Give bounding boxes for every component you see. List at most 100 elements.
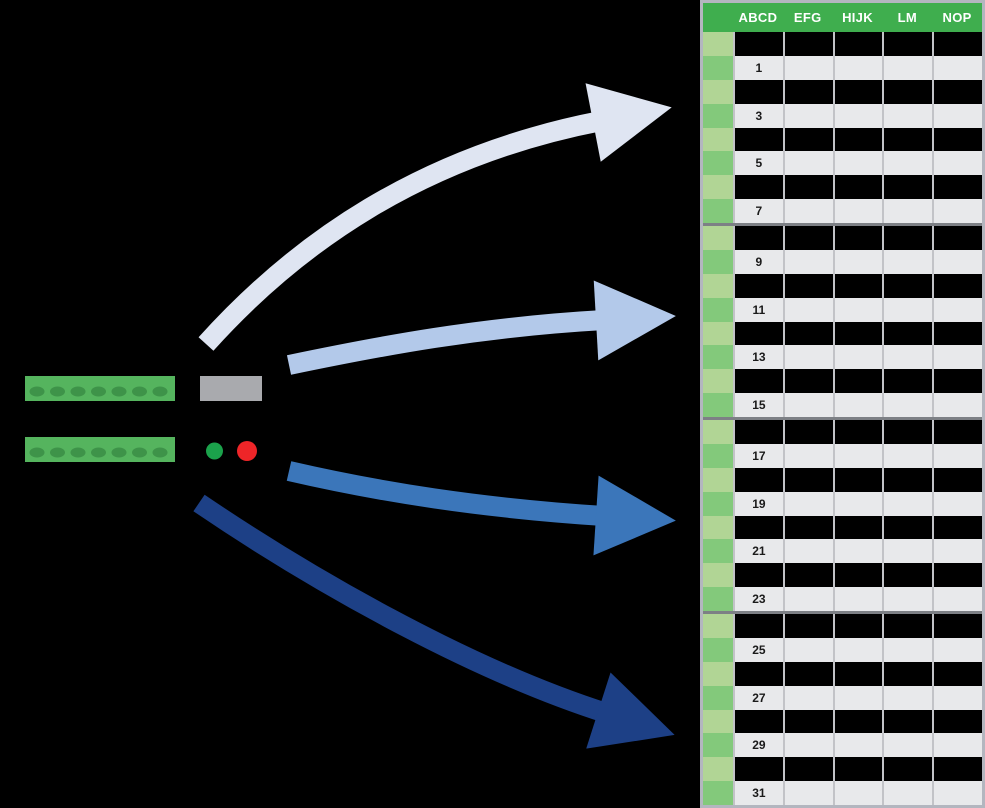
port-indicator-cell	[703, 661, 733, 686]
port-indicator-cell	[703, 79, 733, 104]
port-number-cell	[735, 226, 783, 250]
terminal-pin	[152, 386, 168, 397]
port-indicator-cell	[703, 321, 733, 346]
port-indicator-cell	[703, 103, 733, 128]
data-cell	[884, 249, 933, 274]
data-cell	[784, 32, 833, 56]
column-header-abcd: ABCD	[738, 10, 778, 25]
column-header-efg: EFG	[793, 10, 822, 25]
data-cell	[834, 539, 883, 564]
data-cell	[884, 491, 933, 516]
terminal-pin	[29, 386, 45, 397]
column-header-hijk: HIJK	[842, 10, 873, 25]
port-row-19: 19	[703, 491, 982, 516]
data-cell	[884, 420, 933, 444]
data-cell	[934, 103, 982, 128]
column-header-nop: NOP	[942, 10, 972, 25]
terminal-pins-bottom	[29, 447, 168, 458]
data-cell	[784, 539, 833, 564]
data-cell	[834, 563, 883, 588]
data-cell	[784, 297, 833, 322]
data-cell	[784, 491, 833, 516]
data-cell	[934, 175, 982, 200]
port-number-cell: 25	[735, 637, 783, 662]
data-cell	[784, 709, 833, 734]
data-cell	[834, 637, 883, 662]
data-cell	[784, 345, 833, 370]
port-indicator-cell	[703, 515, 733, 540]
port-indicator-cell	[703, 175, 733, 200]
data-cell	[834, 103, 883, 128]
data-cell	[834, 297, 883, 322]
port-row-27: 27	[703, 685, 982, 710]
data-cell	[884, 587, 933, 611]
port-row-spacer	[703, 467, 982, 492]
port-row-7: 7	[703, 199, 982, 223]
port-row-17: 17	[703, 443, 982, 468]
port-row-spacer	[703, 757, 982, 782]
data-cell	[934, 515, 982, 540]
port-row-5: 5	[703, 151, 982, 176]
data-cell	[884, 757, 933, 782]
data-cell	[934, 369, 982, 394]
data-cell	[884, 393, 933, 417]
data-cell	[784, 369, 833, 394]
terminal-pin	[70, 447, 86, 458]
port-row-spacer	[703, 32, 982, 56]
port-number-cell	[735, 467, 783, 492]
data-cell	[934, 685, 982, 710]
data-cell	[834, 393, 883, 417]
port-row-spacer	[703, 273, 982, 298]
data-cell	[934, 709, 982, 734]
data-cell	[784, 273, 833, 298]
data-cell	[884, 273, 933, 298]
data-cell	[834, 587, 883, 611]
data-cell	[934, 491, 982, 516]
terminal-pin	[50, 386, 65, 397]
port-indicator-cell	[703, 781, 733, 805]
port-number-cell	[735, 273, 783, 298]
port-row-spacer	[703, 420, 982, 444]
data-cell	[834, 273, 883, 298]
port-number-cell: 19	[735, 491, 783, 516]
data-cell	[934, 345, 982, 370]
data-cell	[934, 273, 982, 298]
data-cell	[884, 685, 933, 710]
terminal-pin	[29, 447, 45, 458]
arrow-group-4	[193, 494, 675, 749]
port-row-spacer	[703, 226, 982, 250]
data-cell	[884, 661, 933, 686]
data-cell	[884, 297, 933, 322]
data-cell	[834, 515, 883, 540]
data-cell	[784, 199, 833, 223]
data-cell	[934, 226, 982, 250]
data-cell	[884, 709, 933, 734]
port-number-cell	[735, 661, 783, 686]
data-cell	[784, 55, 833, 80]
port-number-cell: 13	[735, 345, 783, 370]
data-cell	[834, 781, 883, 805]
data-cell	[784, 733, 833, 758]
data-cell	[784, 637, 833, 662]
port-number-cell: 31	[735, 781, 783, 805]
data-cell	[884, 637, 933, 662]
data-cell	[784, 685, 833, 710]
port-indicator-cell	[703, 369, 733, 394]
port-row-29: 29	[703, 733, 982, 758]
port-number-cell: 7	[735, 199, 783, 223]
data-cell	[934, 127, 982, 152]
port-indicator-cell	[703, 563, 733, 588]
data-cell	[884, 539, 933, 564]
data-cell	[834, 32, 883, 56]
data-cell	[834, 127, 883, 152]
data-cell	[834, 226, 883, 250]
port-number-cell	[735, 614, 783, 638]
arrow-group-1	[198, 83, 672, 351]
data-cell	[784, 321, 833, 346]
port-row-23: 23	[703, 587, 982, 611]
data-cell	[784, 467, 833, 492]
data-cell	[834, 199, 883, 223]
port-indicator-cell	[703, 273, 733, 298]
port-indicator-cell	[703, 733, 733, 758]
port-indicator-cell	[703, 614, 733, 638]
